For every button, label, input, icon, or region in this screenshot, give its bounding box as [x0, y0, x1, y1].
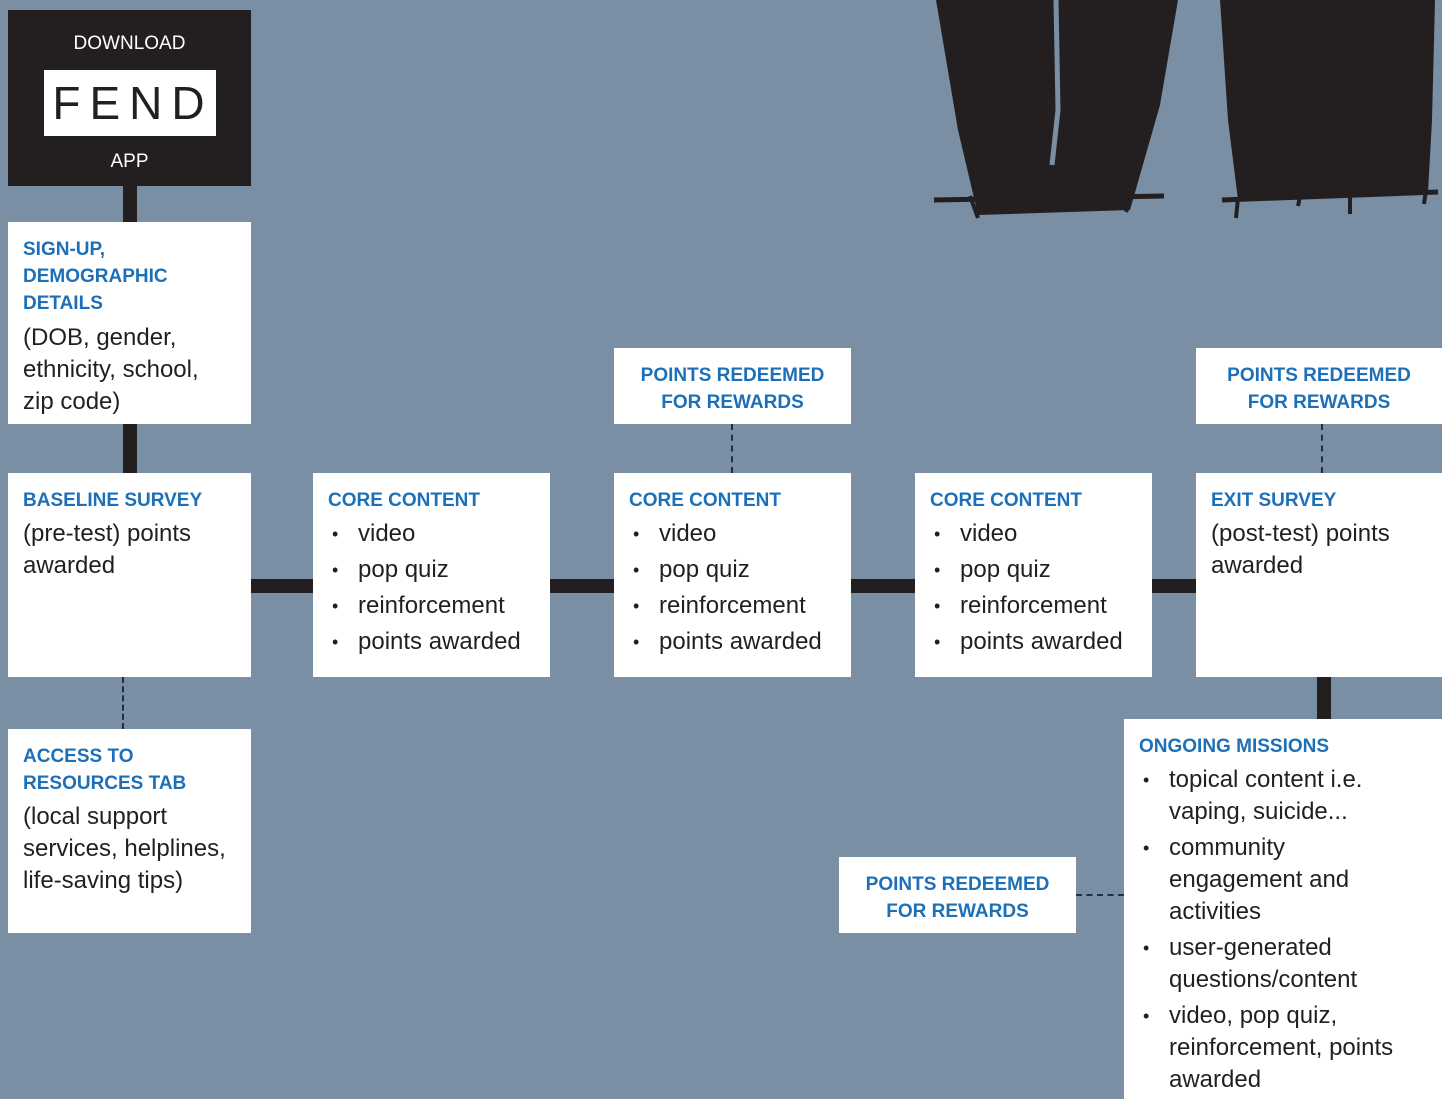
baseline-body: (pre-test) points awarded: [23, 518, 236, 582]
list-item: reinforcement: [629, 590, 836, 622]
points-redeemed-line-1: POINTS REDEEMED: [865, 874, 1050, 895]
exit-survey-body: (post-test) points awarded: [1211, 518, 1427, 582]
dashed-baseline-resources: [122, 677, 124, 729]
list-item-line: engagement and: [1169, 866, 1350, 893]
signup-body-line-1: (DOB, gender,: [23, 324, 177, 351]
exit-survey-body-line-1: (post-test) points: [1211, 520, 1390, 547]
connector-baseline-core1: [251, 579, 313, 593]
baseline-body-line-2: awarded: [23, 552, 116, 579]
list-item: video: [328, 518, 535, 550]
resources-body-line-3: life-saving tips): [23, 867, 184, 894]
core-content-box-2: CORE CONTENT video pop quiz reinforcemen…: [614, 473, 851, 677]
connector-core2-core3: [851, 579, 915, 593]
legs-illustration: [933, 0, 1439, 219]
signup-body: (DOB, gender, ethnicity, school, zip cod…: [23, 322, 236, 418]
connector-download-signup: [123, 186, 137, 222]
dashed-rewards3-missions: [1076, 894, 1124, 896]
ongoing-missions-list: topical content i.e. vaping, suicide... …: [1139, 764, 1427, 1096]
resources-heading-line-2: RESOURCES TAB: [23, 773, 187, 794]
core-content-list: video pop quiz reinforcement points awar…: [328, 518, 535, 658]
points-redeemed-line-1: POINTS REDEEMED: [640, 365, 825, 386]
exit-survey-box: EXIT SURVEY (post-test) points awarded: [1196, 473, 1442, 677]
dashed-rewards2-exit: [1321, 424, 1323, 473]
resources-body-line-1: (local support: [23, 803, 168, 830]
list-item-line: vaping, suicide...: [1169, 798, 1348, 825]
exit-survey-body-line-2: awarded: [1211, 552, 1304, 579]
points-redeemed-line-1: POINTS REDEEMED: [1227, 365, 1411, 386]
list-item: video: [930, 518, 1137, 550]
connector-core3-exit: [1152, 579, 1196, 593]
core-content-heading: CORE CONTENT: [930, 490, 1082, 511]
ongoing-missions-box: ONGOING MISSIONS topical content i.e. va…: [1124, 719, 1442, 1099]
core-content-box-3: CORE CONTENT video pop quiz reinforcemen…: [915, 473, 1152, 677]
baseline-body-line-1: (pre-test) points: [23, 520, 192, 547]
core-content-heading: CORE CONTENT: [629, 490, 781, 511]
signup-body-line-2: ethnicity, school,: [23, 356, 199, 383]
download-label: DOWNLOAD: [73, 33, 186, 54]
connector-signup-baseline: [123, 424, 137, 473]
points-redeemed-line-2: FOR REWARDS: [886, 901, 1029, 922]
baseline-survey-box: BASELINE SURVEY (pre-test) points awarde…: [8, 473, 251, 677]
exit-survey-heading: EXIT SURVEY: [1211, 490, 1337, 511]
signup-heading-line-1: SIGN-UP,: [23, 239, 106, 260]
resources-body: (local support services, helplines, life…: [23, 801, 236, 897]
download-app-panel: DOWNLOAD FEND APP: [8, 10, 251, 186]
dashed-rewards1-core2: [731, 424, 733, 473]
resources-box: ACCESS TO RESOURCES TAB (local support s…: [8, 729, 251, 933]
list-item-line: reinforcement, points: [1169, 1034, 1394, 1061]
connector-exit-missions: [1317, 677, 1331, 719]
list-item: points awarded: [629, 626, 836, 658]
list-item: topical content i.e. vaping, suicide...: [1139, 764, 1427, 828]
list-item: video, pop quiz, reinforcement, points a…: [1139, 1000, 1427, 1096]
list-item-line: activities: [1169, 898, 1262, 925]
list-item-line: questions/content: [1169, 966, 1358, 993]
list-item-line: user-generated: [1169, 934, 1332, 961]
points-redeemed-box-2: POINTS REDEEMED FOR REWARDS: [1196, 348, 1442, 424]
signup-body-line-3: zip code): [23, 388, 121, 415]
core-content-list: video pop quiz reinforcement points awar…: [629, 518, 836, 658]
list-item-line: video, pop quiz,: [1169, 1002, 1338, 1029]
list-item-line: community: [1169, 834, 1286, 861]
app-label: APP: [110, 151, 149, 172]
list-item: points awarded: [328, 626, 535, 658]
core-content-list: video pop quiz reinforcement points awar…: [930, 518, 1137, 658]
points-redeemed-line-2: FOR REWARDS: [661, 392, 804, 413]
points-redeemed-line-2: FOR REWARDS: [1247, 392, 1391, 413]
list-item: reinforcement: [930, 590, 1137, 622]
signup-heading-line-3: DETAILS: [23, 293, 103, 314]
core-content-heading: CORE CONTENT: [328, 490, 480, 511]
connector-core1-core2: [550, 579, 614, 593]
signup-heading-line-2: DEMOGRAPHIC: [23, 266, 168, 287]
list-item: reinforcement: [328, 590, 535, 622]
list-item: points awarded: [930, 626, 1137, 658]
list-item: community engagement and activities: [1139, 832, 1427, 928]
ongoing-missions-heading: ONGOING MISSIONS: [1139, 736, 1330, 757]
fend-logo: FEND: [44, 70, 216, 136]
resources-body-line-2: services, helplines,: [23, 835, 226, 862]
points-redeemed-box-1: POINTS REDEEMED FOR REWARDS: [614, 348, 851, 424]
resources-heading-line-1: ACCESS TO: [23, 746, 134, 767]
list-item: pop quiz: [629, 554, 836, 586]
list-item: video: [629, 518, 836, 550]
core-content-box-1: CORE CONTENT video pop quiz reinforcemen…: [313, 473, 550, 677]
list-item: pop quiz: [930, 554, 1137, 586]
list-item: pop quiz: [328, 554, 535, 586]
baseline-heading: BASELINE SURVEY: [23, 490, 203, 511]
points-redeemed-box-3: POINTS REDEEMED FOR REWARDS: [839, 857, 1076, 933]
signup-box: SIGN-UP, DEMOGRAPHIC DETAILS (DOB, gende…: [8, 222, 251, 424]
list-item: user-generated questions/content: [1139, 932, 1427, 996]
list-item-line: awarded: [1169, 1066, 1262, 1093]
list-item-line: topical content i.e.: [1169, 766, 1363, 793]
